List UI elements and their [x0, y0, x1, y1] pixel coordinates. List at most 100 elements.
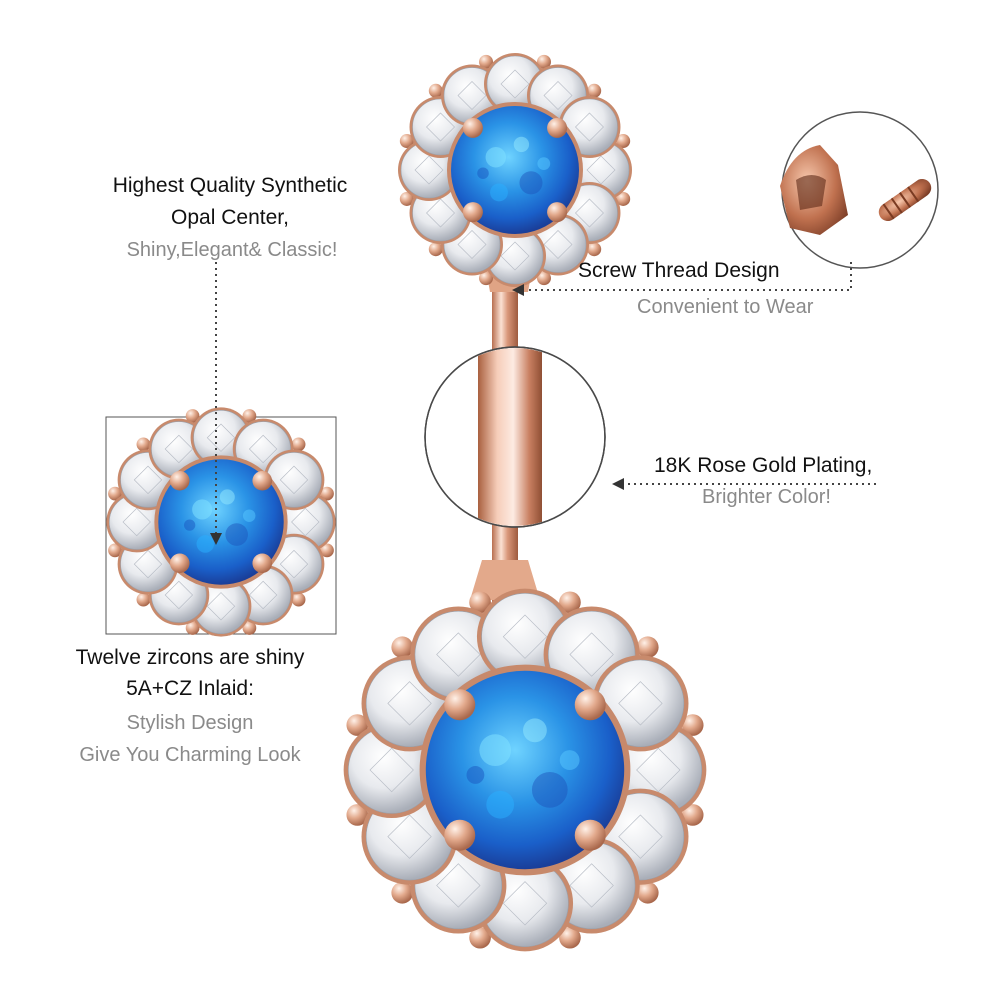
petal-prong	[346, 714, 369, 736]
petal-prong	[320, 486, 334, 501]
petal-prong	[636, 636, 659, 659]
petal-prong	[428, 242, 443, 257]
petal-prong	[242, 621, 257, 635]
petal-prong	[536, 271, 551, 286]
petal-prong	[479, 54, 494, 69]
zircon-facet	[164, 434, 194, 464]
dotted-leader-lines	[215, 262, 880, 535]
zircon-facet	[279, 465, 309, 495]
zircon-facet	[164, 580, 194, 610]
petal-prong	[399, 134, 414, 149]
petal-prong	[291, 437, 306, 452]
opal-prong	[444, 819, 476, 851]
petal-prong	[428, 83, 443, 98]
inset-opal-flower	[106, 407, 336, 637]
opal-prong	[169, 553, 190, 574]
opal-callout-line1: Highest Quality Synthetic	[112, 174, 348, 197]
zircon-facet	[618, 681, 663, 726]
zircon-facet	[457, 81, 487, 111]
plating-callout-line1: 18K Rose Gold Plating,	[654, 454, 873, 477]
opal-prong	[574, 689, 606, 721]
zircon-facet	[291, 507, 320, 537]
screw-detail-magnifier	[780, 111, 939, 269]
zircon-facet	[500, 69, 530, 99]
opal-callout-line3: Shiny,Elegant& Classic!	[126, 239, 338, 261]
petal-prong	[185, 409, 200, 423]
opal-prong	[462, 202, 483, 223]
petal-prong	[136, 437, 151, 452]
petal-prong	[185, 621, 200, 635]
zircon-facet	[206, 423, 236, 452]
petal-prong	[636, 881, 659, 904]
petal-prong	[587, 83, 602, 98]
zircon-facet	[436, 632, 481, 677]
zircon-facet	[457, 229, 487, 259]
opal-prong	[547, 117, 568, 138]
zircon-facet	[122, 507, 151, 537]
zircon-facet	[387, 681, 432, 726]
zircon-facet	[369, 747, 414, 793]
petal-prong	[291, 592, 306, 607]
zircon-facet	[248, 580, 278, 610]
zircon-facet	[543, 81, 573, 111]
zircon-facet	[414, 155, 444, 185]
opal-stone	[425, 670, 625, 870]
plating-callout-line2: Brighter Color!	[702, 486, 831, 508]
zircon-facet	[248, 434, 278, 464]
petal-prong	[320, 543, 334, 558]
opal-stone	[451, 106, 579, 234]
petal-prong	[136, 592, 151, 607]
opal-prong	[252, 553, 273, 574]
petal-prong	[469, 591, 491, 614]
petal-prong	[391, 881, 414, 904]
zircon-facet	[279, 549, 309, 579]
bar-magnifier	[424, 346, 606, 528]
zircon-facet	[436, 863, 481, 908]
opal-prong	[547, 202, 568, 223]
petal-prong	[681, 714, 704, 736]
zircon-callout-line2: 5A+CZ Inlaid:	[126, 677, 254, 700]
zircon-facet	[133, 549, 163, 579]
zircon-facet	[569, 632, 614, 677]
zircon-facet	[636, 747, 681, 793]
zircon-callout-line1: Twelve zircons are shiny	[75, 646, 305, 669]
petal-prong	[616, 134, 631, 149]
zircon-facet	[569, 863, 614, 908]
petal-prong	[346, 804, 369, 826]
petal-prong	[469, 926, 491, 949]
zircon-facet	[574, 198, 604, 228]
opal-prong	[574, 819, 606, 851]
petal-prong	[616, 191, 631, 206]
petal-prong	[391, 636, 414, 659]
opal-prong	[252, 470, 273, 491]
opal-prong	[462, 117, 483, 138]
zircon-callout-line3: Stylish Design	[126, 712, 254, 734]
zircon-facet	[502, 881, 548, 926]
zircon-facet	[586, 155, 616, 185]
petal-prong	[242, 409, 257, 423]
zircon-facet	[206, 592, 236, 621]
opal-prong	[169, 470, 190, 491]
opal-callout-line2: Opal Center,	[171, 206, 289, 229]
screw-callout-line2: Convenient to Wear	[637, 296, 814, 318]
opal-prong	[444, 689, 476, 721]
petal-prong	[587, 242, 602, 257]
zircon-facet	[543, 229, 573, 259]
top-opal-flower	[398, 53, 632, 287]
zircon-facet	[502, 614, 548, 659]
zircon-callout-line4: Give You Charming Look	[79, 744, 301, 766]
zircon-facet	[618, 814, 663, 859]
petal-prong	[479, 271, 494, 286]
opal-stone	[158, 459, 284, 585]
zircon-facet	[387, 814, 432, 859]
petal-prong	[399, 191, 414, 206]
petal-prong	[108, 543, 122, 558]
screw-callout-line1: Screw Thread Design	[578, 259, 780, 282]
petal-prong	[681, 804, 704, 826]
petal-prong	[536, 54, 551, 69]
zircon-facet	[500, 241, 530, 271]
leader-arrowheads	[210, 284, 624, 545]
petal-prong	[559, 591, 581, 614]
bottom-opal-flower	[343, 588, 707, 952]
